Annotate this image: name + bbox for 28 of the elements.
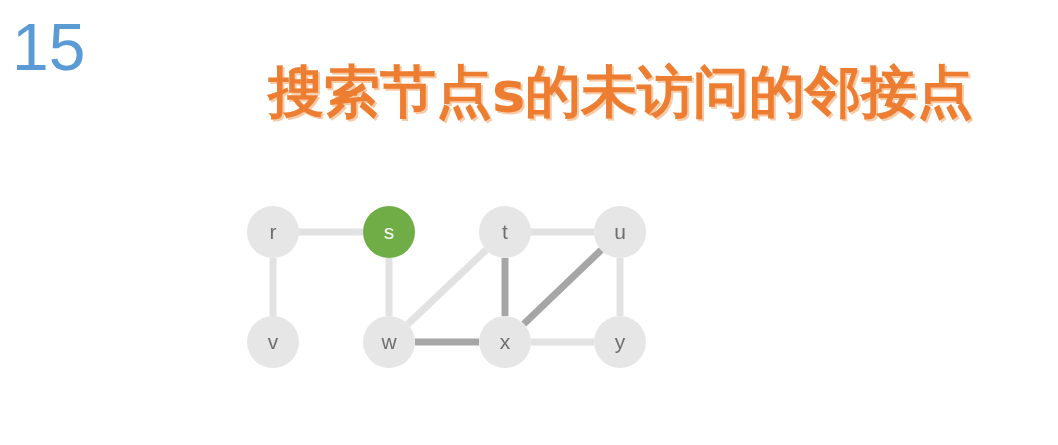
connector-line bbox=[521, 247, 604, 327]
vertex-label: v bbox=[267, 330, 279, 354]
graph-vertex bbox=[594, 316, 646, 368]
connector-line bbox=[405, 247, 489, 327]
graph-vertex bbox=[479, 316, 531, 368]
vertex-label: x bbox=[499, 330, 511, 354]
connector-line bbox=[299, 228, 363, 236]
connector-line bbox=[501, 258, 509, 316]
vertex-label: t bbox=[502, 220, 508, 244]
connector-line bbox=[531, 338, 594, 346]
vertex-label: u bbox=[614, 220, 626, 244]
connector-line bbox=[269, 258, 277, 316]
graph-vertex bbox=[247, 316, 299, 368]
graph-vertex bbox=[247, 206, 299, 258]
vertex-label: s bbox=[383, 220, 395, 244]
connector-line bbox=[531, 228, 594, 236]
vertex-label: y bbox=[614, 330, 626, 354]
graph-vertex bbox=[479, 206, 531, 258]
connector-line bbox=[415, 338, 479, 346]
graph-vertex bbox=[363, 316, 415, 368]
graph-vertex bbox=[363, 206, 415, 258]
vertex-label: w bbox=[381, 330, 397, 354]
connector-line bbox=[616, 258, 624, 316]
connector-line bbox=[385, 258, 393, 316]
title: 搜索节点s的未访问的邻接点 bbox=[268, 58, 975, 126]
slide-number: 15 bbox=[12, 14, 86, 80]
graph-vertex bbox=[594, 206, 646, 258]
vertex-label: r bbox=[269, 220, 277, 244]
